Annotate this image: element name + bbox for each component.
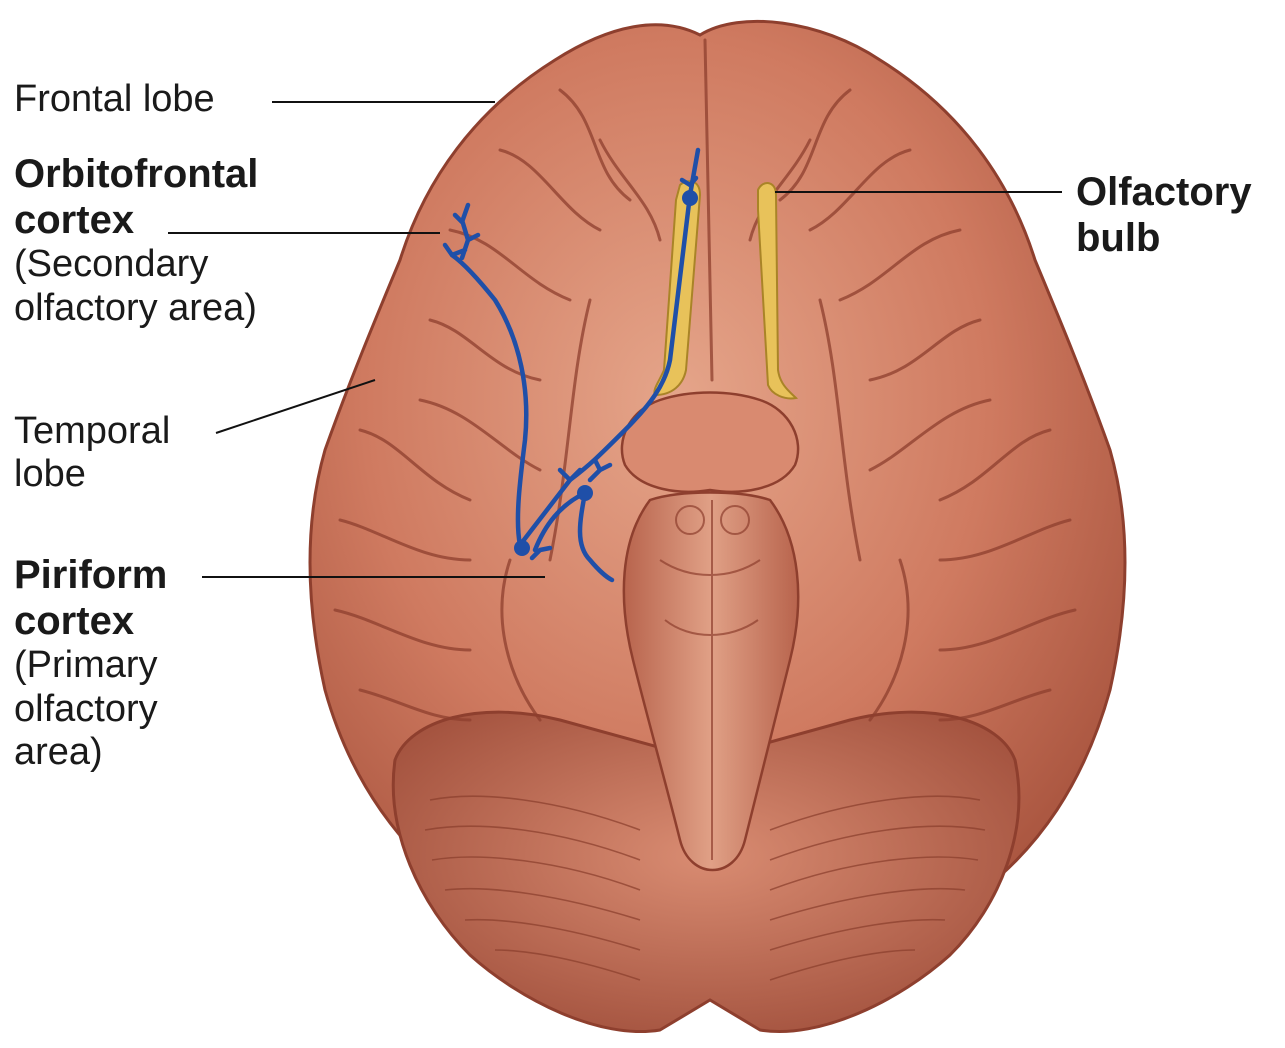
piriform-sub-line3: area) [14,731,167,774]
orbitofrontal-title-line2: cortex [14,198,258,244]
label-olfactory-bulb: Olfactory bulb [1076,170,1252,261]
orbitofrontal-sub-line1: (Secondary [14,243,258,286]
olfactory-bulb-line1: Olfactory [1076,170,1252,216]
label-piriform-cortex: Piriform cortex (Primary olfactory area) [14,553,167,774]
piriform-sub-line1: (Primary [14,644,167,687]
olfactory-bulb-line2: bulb [1076,216,1252,262]
label-orbitofrontal-cortex: Orbitofrontal cortex (Secondary olfactor… [14,152,258,330]
temporal-lobe-line1: Temporal [14,410,170,453]
piriform-neuron-soma-lower [514,540,530,556]
label-frontal-lobe: Frontal lobe [14,78,215,121]
piriform-neuron-soma-upper [577,485,593,501]
piriform-sub-line2: olfactory [14,688,167,731]
orbitofrontal-sub-line2: olfactory area) [14,287,258,330]
temporal-lobe-line2: lobe [14,453,170,496]
label-temporal-lobe: Temporal lobe [14,410,170,497]
bulb-neuron-soma [682,190,698,206]
piriform-title-line1: Piriform [14,553,167,599]
frontal-lobe-text: Frontal lobe [14,78,215,121]
piriform-title-line2: cortex [14,599,167,645]
orbitofrontal-title-line1: Orbitofrontal [14,152,258,198]
